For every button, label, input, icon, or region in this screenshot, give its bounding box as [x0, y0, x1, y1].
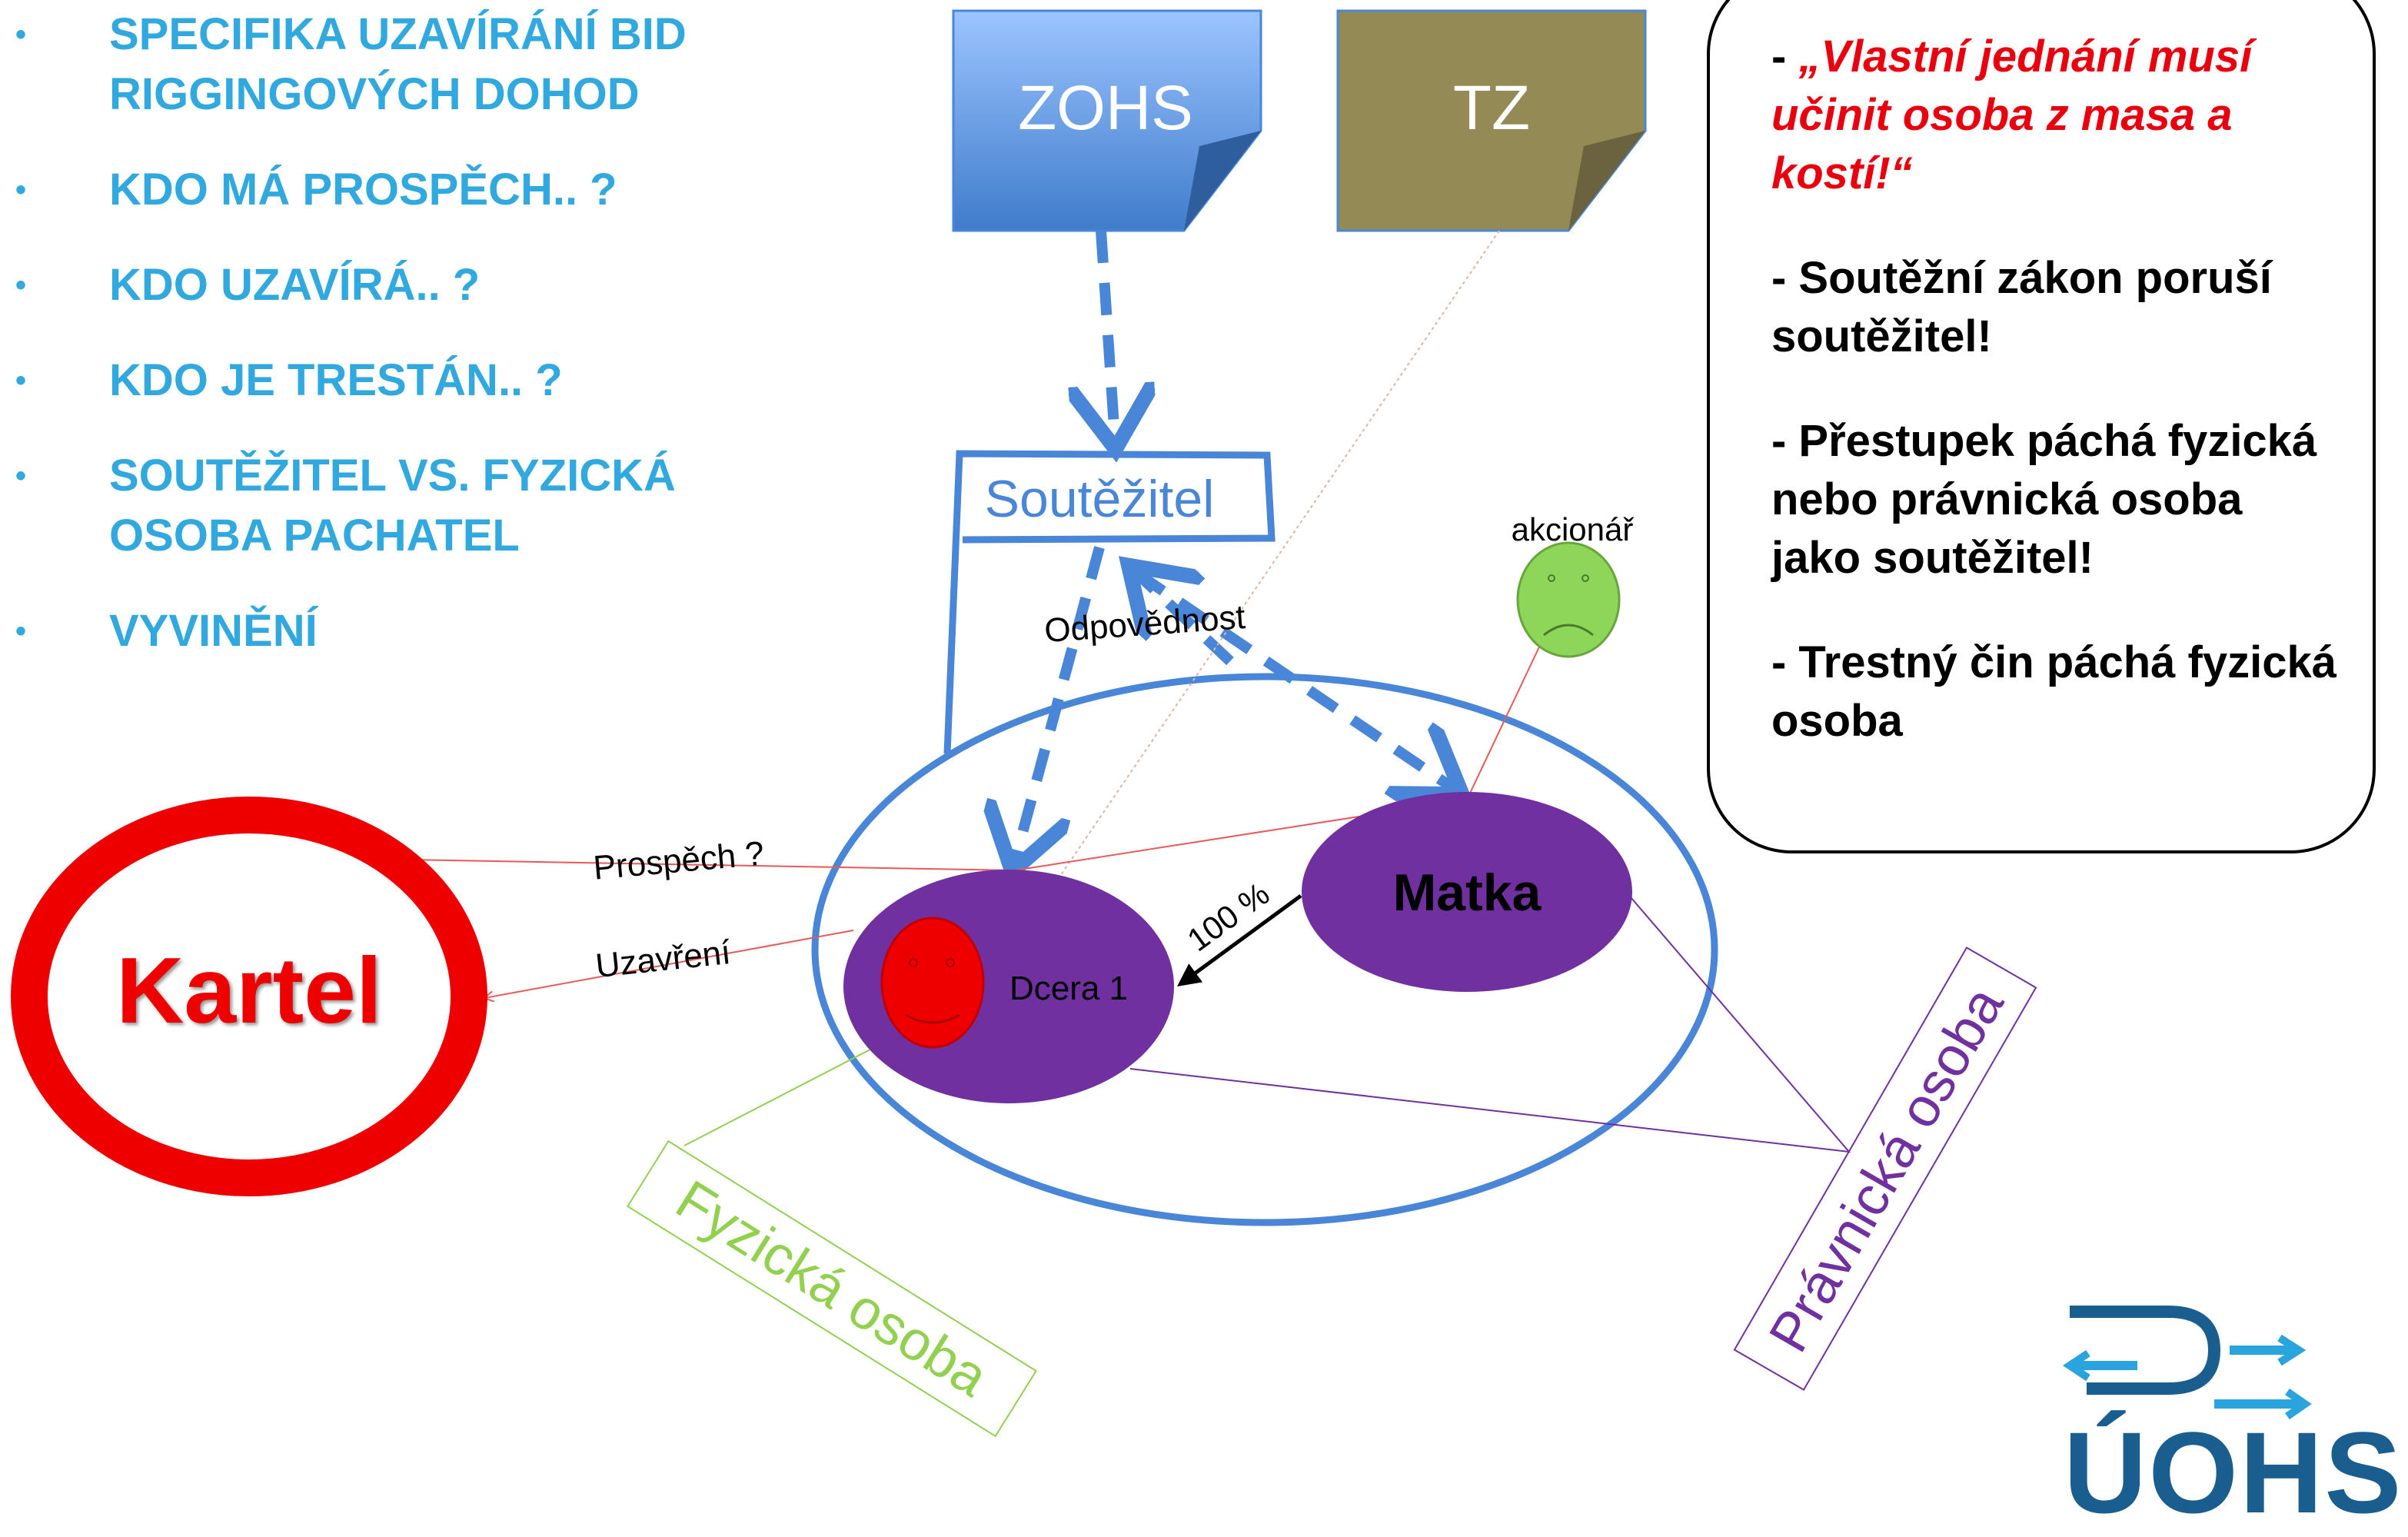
bullet-item: • SPECIFIKA UZAVÍRÁNÍ BID RIGGINGOVÝCH DO…: [11, 5, 818, 125]
kartel-label: Kartel: [116, 938, 382, 1043]
uzavreni-line: [484, 930, 854, 998]
uohs-logo-icon: [2062, 1306, 2312, 1420]
akcionar-face-icon: [1516, 541, 1621, 658]
matka-ellipse: [1302, 792, 1632, 992]
bullet-text: SPECIFIKA UZAVÍRÁNÍ BID RIGGINGOVÝCH DOH…: [109, 9, 687, 119]
bullet-dot-icon: •: [15, 459, 27, 493]
bullet-dot-icon: •: [15, 268, 27, 302]
matka-label: Matka: [1393, 863, 1542, 922]
quote-dash: -: [1771, 32, 1799, 82]
uzavreni-label: Uzavření: [594, 933, 733, 985]
bullet-text: KDO MÁ PROSPĚCH.. ?: [109, 165, 617, 215]
info-p2: - Soutěžní zákon poruší soutěžitel!: [1771, 253, 2272, 361]
kartel-circle: [11, 797, 487, 1196]
odpovednost-arrow-dcera: [1015, 546, 1105, 861]
prospech-line: [407, 799, 1468, 872]
bullet-item: • KDO JE TRESTÁN.. ?: [11, 351, 818, 411]
bullet-item: • KDO UZAVÍRÁ.. ?: [11, 255, 818, 315]
akcionar-label: akcionář: [1512, 511, 1635, 547]
bullet-text: VYVINĚNÍ: [109, 606, 318, 656]
soutezitel-label: Soutěžitel: [985, 470, 1215, 528]
bullet-text: KDO UZAVÍRÁ.. ?: [109, 260, 481, 310]
diagram-canvas: ZOHS TZ Soutěžitel Kartel Dcera 1 Matka …: [11, 9, 2312, 1438]
bullet-item: • KDO MÁ PROSPĚCH.. ?: [11, 160, 818, 220]
bullet-dot-icon: •: [15, 18, 27, 52]
fyzicka-osoba-box: Fyzická osoba: [626, 1139, 1038, 1438]
info-box: - „Vlastní jednání musí učinit osoba z m…: [1707, 0, 2376, 853]
bullet-item: • VYVINĚNÍ: [11, 601, 818, 661]
bullet-dot-icon: •: [15, 364, 27, 398]
info-quote: - „Vlastní jednání musí učinit osoba z m…: [1771, 28, 2342, 203]
ownership-arrow: [1176, 893, 1302, 986]
prospech-label: Prospěch ?: [592, 834, 766, 887]
tz-label: TZ: [1453, 73, 1530, 143]
tz-connector-line: [991, 230, 1500, 977]
info-p3: - Přestupek páchá fyzická nebo právnická…: [1771, 416, 2317, 583]
zohs-note: ZOHS: [952, 9, 1262, 232]
zohs-to-soutezitel-arrow: [1101, 230, 1115, 438]
uohs-logo-text: ÚOHS: [2064, 1408, 2403, 1537]
dcera-face-icon: [880, 917, 985, 1049]
fyzicka-osoba-label: Fyzická osoba: [666, 1169, 999, 1409]
dcera-label: Dcera 1: [1009, 970, 1128, 1007]
bullet-list: • SPECIFIKA UZAVÍRÁNÍ BID RIGGINGOVÝCH DO…: [11, 5, 818, 697]
bullet-dot-icon: •: [15, 614, 27, 648]
zohs-label: ZOHS: [1018, 73, 1193, 143]
tz-note: TZ: [1336, 9, 1647, 232]
bullet-text: SOUTĚŽITEL VS. FYZICKÁ OSOBA PACHATEL: [109, 451, 676, 561]
pravnicka-osoba-label: Právnická osoba: [1758, 976, 2016, 1362]
odpovednost-arrow-up: [1136, 573, 1234, 666]
soutezitel-ellipse: [811, 673, 1718, 1226]
soutezitel-box: Soutěžitel: [943, 450, 1276, 754]
info-p4: - Trestný čin páchá fyzická osoba: [1771, 637, 2336, 746]
bullet-text: KDO JE TRESTÁN.. ?: [109, 355, 563, 405]
pravnicka-osoba-box: Právnická osoba: [1733, 946, 2037, 1391]
ownership-label: 100 %: [1180, 875, 1276, 958]
quote-text: „Vlastní jednání musí učinit osoba z mas…: [1771, 32, 2253, 198]
bullet-dot-icon: •: [15, 173, 27, 207]
bullet-item: • SOUTĚŽITEL VS. FYZICKÁ OSOBA PACHATEL: [11, 446, 818, 566]
